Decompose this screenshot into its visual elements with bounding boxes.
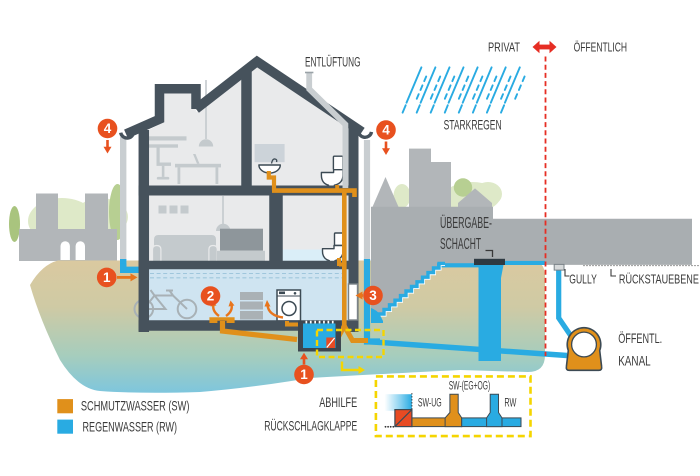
svg-text:GULLY: GULLY	[569, 272, 597, 287]
svg-text:4: 4	[104, 121, 112, 136]
svg-text:ENTLÜFTUNG: ENTLÜFTUNG	[305, 55, 361, 70]
svg-text:RÜCKSTAUEBENE: RÜCKSTAUEBENE	[619, 272, 699, 287]
svg-text:ÖFFENTL.: ÖFFENTL.	[618, 329, 662, 346]
svg-text:SCHMUTZWASSER (SW): SCHMUTZWASSER (SW)	[81, 398, 189, 414]
svg-text:REGENWASSER (RW): REGENWASSER (RW)	[83, 419, 178, 435]
svg-text:4: 4	[382, 123, 390, 138]
svg-text:1: 1	[103, 270, 111, 285]
svg-text:3: 3	[369, 288, 377, 303]
svg-text:ÖFFENTLICH: ÖFFENTLICH	[574, 40, 628, 55]
svg-text:SW-UG: SW-UG	[418, 396, 442, 410]
svg-text:RÜCKSCHLAGKLAPPE: RÜCKSCHLAGKLAPPE	[264, 417, 357, 434]
svg-text:STARKREGEN: STARKREGEN	[444, 117, 502, 133]
svg-text:1: 1	[300, 367, 308, 382]
svg-text:SW-(EG+OG): SW-(EG+OG)	[449, 381, 491, 393]
svg-text:PRIVAT: PRIVAT	[488, 40, 520, 55]
svg-text:ÜBERGABE-: ÜBERGABE-	[440, 214, 492, 232]
svg-text:SCHACHT: SCHACHT	[440, 236, 481, 253]
svg-text:2: 2	[207, 289, 215, 304]
svg-text:RW: RW	[504, 396, 516, 410]
svg-text:KANAL: KANAL	[618, 353, 651, 369]
svg-text:ABHILFE: ABHILFE	[319, 394, 357, 410]
